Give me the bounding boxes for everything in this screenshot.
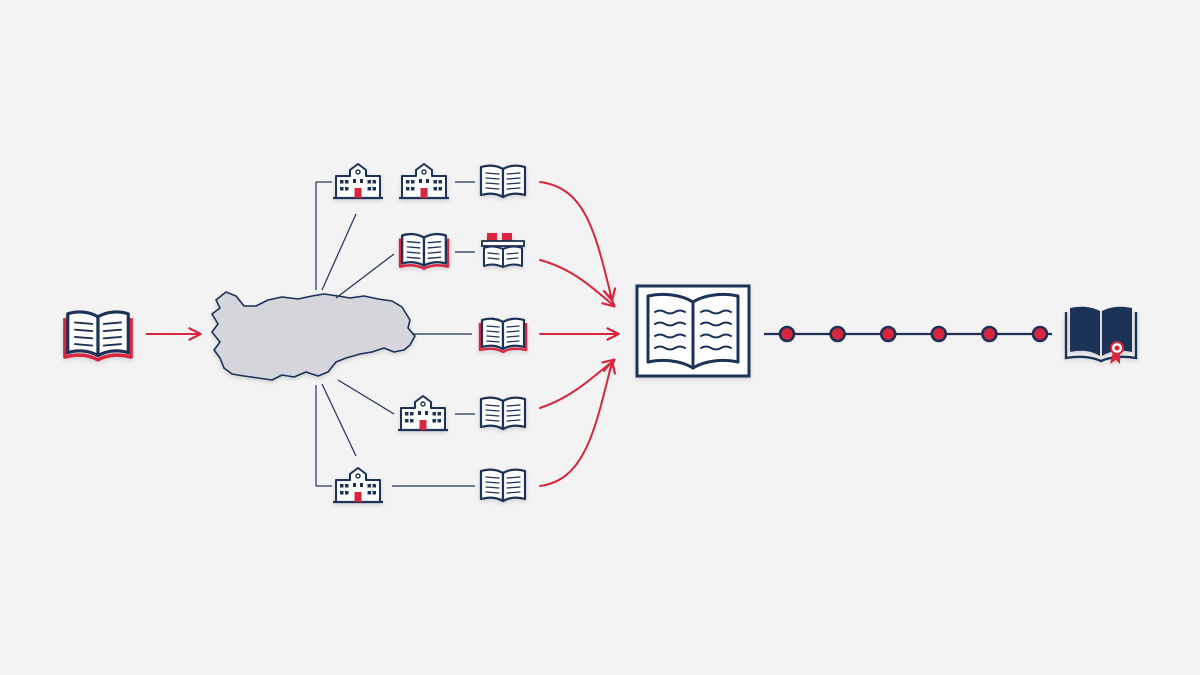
branch-2 [398, 231, 526, 270]
timeline-dot-5 [981, 325, 998, 343]
source-book-icon [63, 310, 133, 362]
branch-4 [396, 394, 527, 432]
certified-book-icon [1064, 306, 1138, 364]
hub-book-icon [635, 284, 751, 378]
school-building-icon [396, 394, 450, 432]
open-book-icon [479, 468, 527, 503]
school-building-icon [332, 466, 384, 504]
open-book-icon [478, 317, 528, 354]
convergence-arrows [539, 181, 620, 487]
seal-icon [1110, 341, 1124, 364]
timeline-dot-2 [829, 325, 846, 343]
timeline [764, 325, 1052, 343]
branch-5 [332, 466, 527, 504]
arrow-branch-1 [539, 181, 617, 302]
open-book-icon [479, 396, 527, 431]
school-building-icon [332, 162, 384, 200]
arrow-branch-5 [539, 360, 617, 487]
book-stack-icon [480, 231, 526, 269]
map-connectors [315, 181, 472, 487]
open-book-icon [479, 164, 527, 199]
timeline-dot-6 [1031, 325, 1049, 343]
timeline-dot-4 [930, 325, 948, 343]
timeline-dot-3 [879, 325, 897, 343]
branch-1 [332, 162, 527, 200]
turkey-map [211, 291, 416, 381]
school-building-icon [398, 162, 450, 200]
arrow-branch-2 [539, 259, 616, 308]
open-book-icon [398, 232, 450, 270]
branch-3 [478, 317, 528, 354]
timeline-dot-1 [778, 325, 796, 343]
